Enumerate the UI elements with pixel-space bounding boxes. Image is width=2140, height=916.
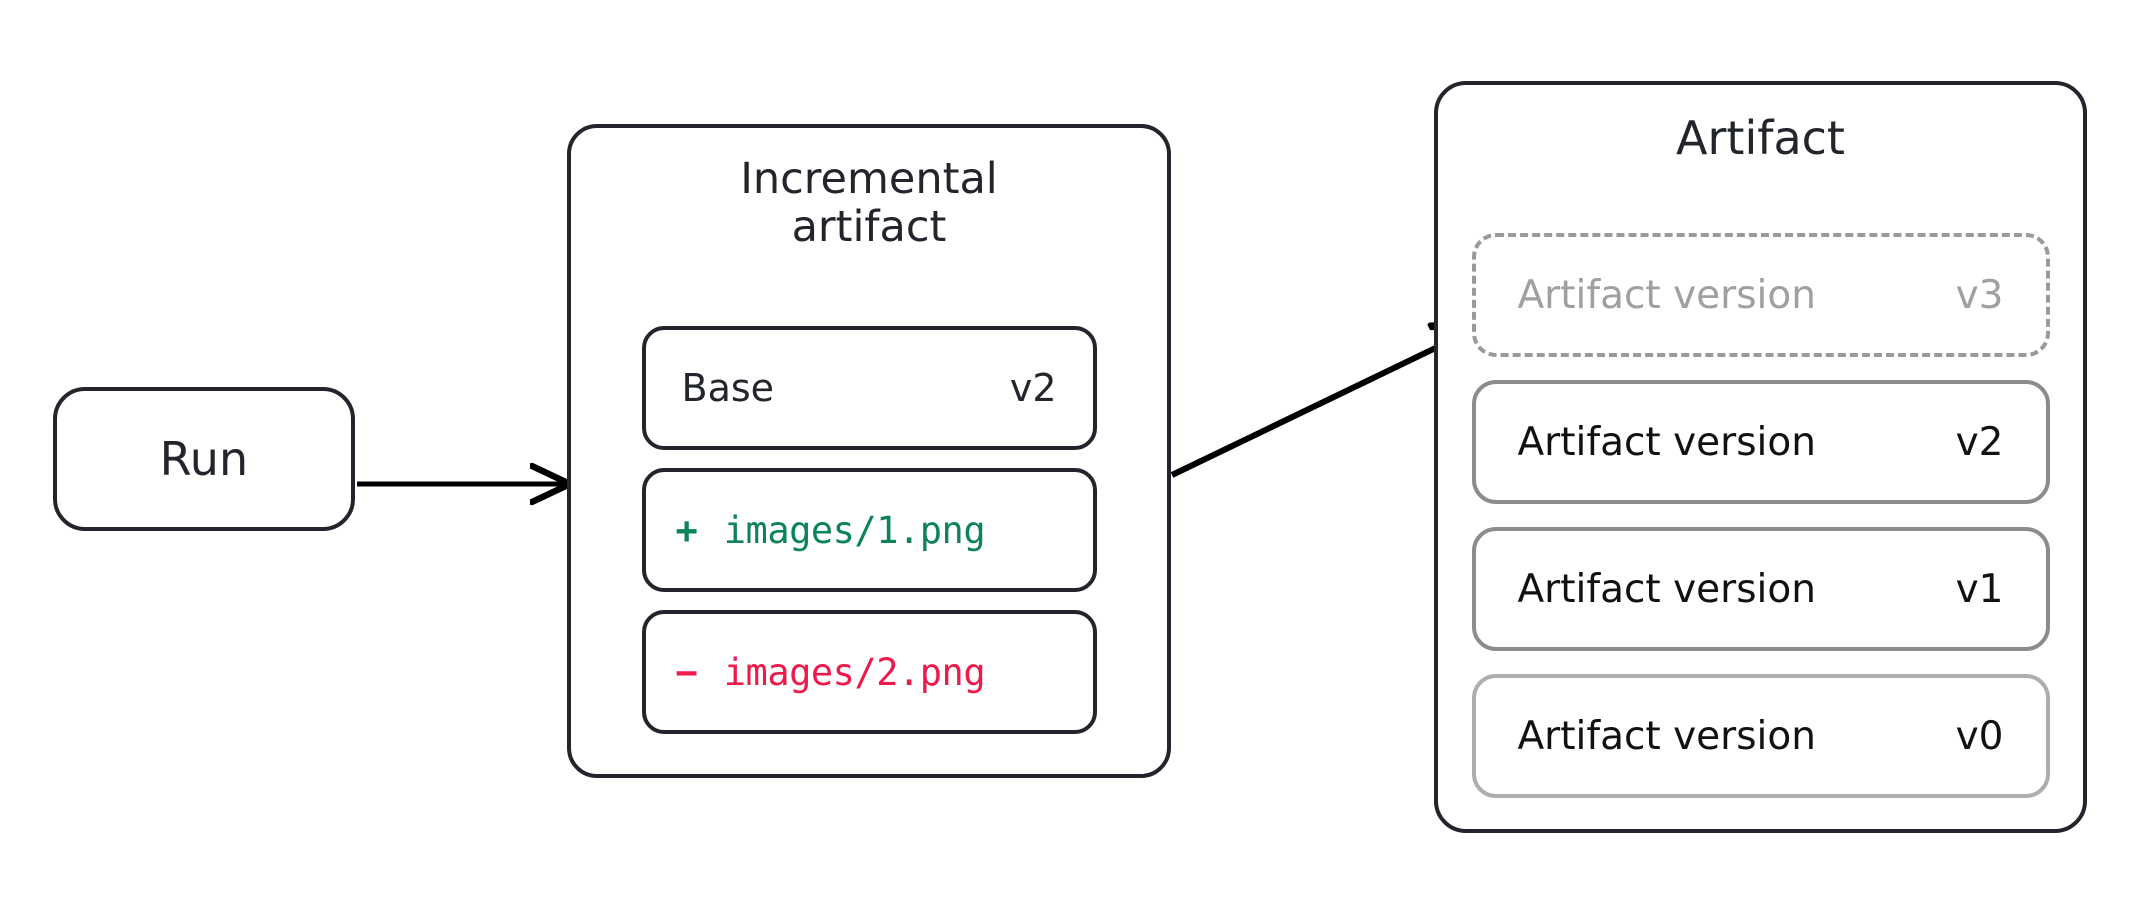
artifact-version-row-v2[interactable]: Artifact version v2 xyxy=(1471,380,2050,504)
artifact-title: Artifact xyxy=(1676,111,1845,165)
plus-icon: + xyxy=(675,508,698,552)
artifact-version-row-v0-version: v0 xyxy=(1955,713,2004,759)
incremental-row-added-file-path: images/1.png xyxy=(723,508,986,552)
incremental-row-removed-file-path: images/2.png xyxy=(723,650,986,694)
artifact-version-row-v3-version: v3 xyxy=(1955,272,2004,318)
run-label: Run xyxy=(159,432,249,486)
artifact-version-row-v1-version: v1 xyxy=(1955,566,2004,612)
minus-icon: − xyxy=(675,650,698,694)
incremental-row-removed-file[interactable]: − images/2.png xyxy=(641,610,1097,734)
artifact-version-row-v0-label: Artifact version xyxy=(1517,713,1816,759)
incremental-artifact-title: Incremental artifact xyxy=(571,155,1167,251)
incremental-row-base-version: v2 xyxy=(1009,366,1057,410)
artifact-node[interactable]: Artifact Artifact version v3 Artifact ve… xyxy=(1434,81,2087,833)
incremental-row-base-label: Base xyxy=(681,366,775,410)
artifact-version-list: Artifact version v3 Artifact version v2 … xyxy=(1438,233,2083,798)
artifact-version-row-v3-label: Artifact version xyxy=(1517,272,1816,318)
artifact-version-row-v2-label: Artifact version xyxy=(1517,419,1816,465)
artifact-version-row-v1-label: Artifact version xyxy=(1517,566,1816,612)
run-node[interactable]: Run xyxy=(53,387,355,531)
incremental-row-base[interactable]: Base v2 xyxy=(641,326,1097,450)
artifact-version-row-v1[interactable]: Artifact version v1 xyxy=(1471,527,2050,651)
incremental-row-added-file[interactable]: + images/1.png xyxy=(641,468,1097,592)
artifact-version-row-v0[interactable]: Artifact version v0 xyxy=(1471,674,2050,798)
incremental-artifact-title-line1: Incremental xyxy=(740,154,998,204)
incremental-artifact-node[interactable]: Incremental artifact Base v2 + images/1.… xyxy=(567,124,1171,778)
arrow-incremental-to-artifact xyxy=(1170,328,1477,478)
artifact-version-row-v3[interactable]: Artifact version v3 xyxy=(1471,233,2050,357)
incremental-artifact-title-line2: artifact xyxy=(791,202,947,253)
incremental-artifact-rows: Base v2 + images/1.png − images/2.png xyxy=(571,326,1167,734)
artifact-version-row-v2-version: v2 xyxy=(1955,419,2004,465)
